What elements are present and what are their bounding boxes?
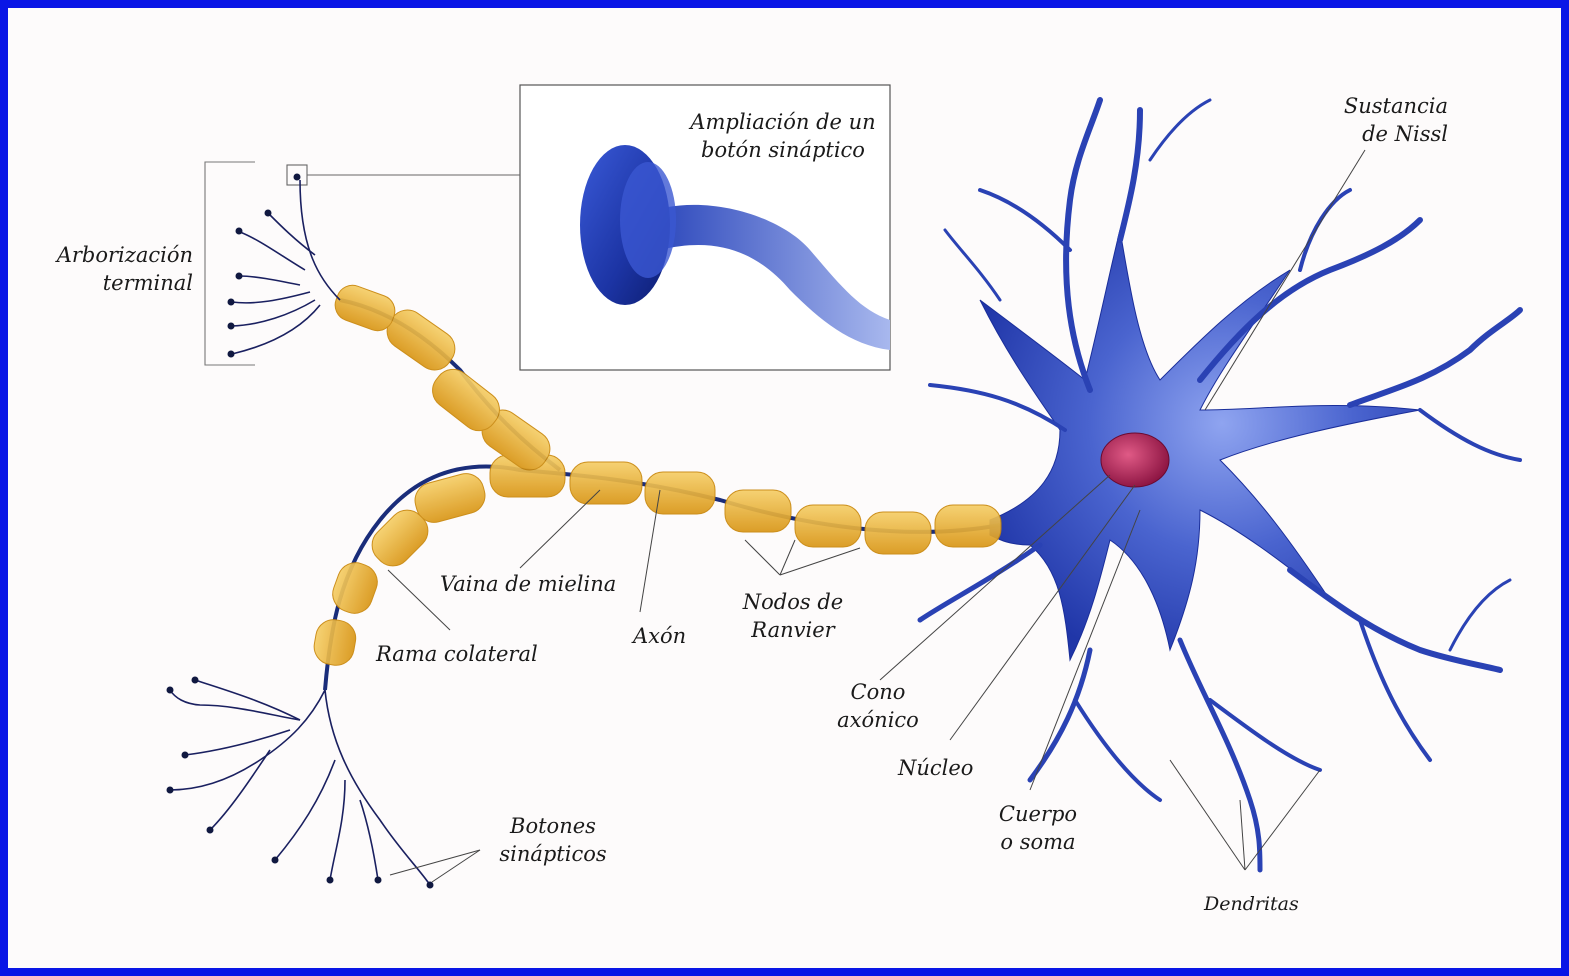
label-dendrites: Dendritas	[1204, 890, 1299, 918]
nucleus	[1101, 433, 1169, 487]
label-axon: Axón	[633, 622, 686, 650]
label-myelin-sheath: Vaina de mielina	[440, 570, 616, 598]
label-collateral-branch: Rama colateral	[376, 640, 538, 668]
neuron-body	[980, 230, 1420, 660]
terminal-buttons	[228, 174, 301, 358]
lower-arborization	[170, 680, 430, 885]
synaptic-buttons	[167, 677, 434, 889]
inset-connector	[287, 165, 520, 185]
terminal-arborization	[232, 180, 340, 354]
label-nucleus: Núcleo	[898, 754, 973, 782]
arborization-bracket	[205, 162, 255, 365]
